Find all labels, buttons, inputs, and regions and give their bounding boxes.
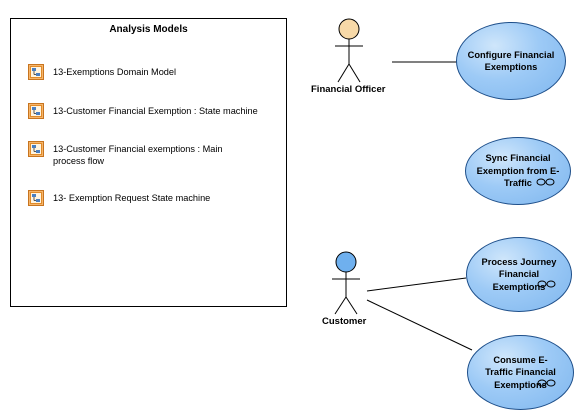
model-link-exemptions-domain[interactable]: 13-Exemptions Domain Model xyxy=(28,64,268,80)
model-label: 13-Customer Financial exemptions : Main … xyxy=(53,144,223,166)
usecase-label: Process Journey Financial Exemptions xyxy=(481,256,557,292)
diagram-icon xyxy=(28,141,44,157)
model-link-main-process-flow[interactable]: 13-Customer Financial exemptions : Main … xyxy=(28,141,243,167)
customer-actor[interactable] xyxy=(332,251,360,315)
financial-officer-label: Financial Officer xyxy=(311,84,386,95)
usecase-label: Consume E-Traffic Financial Exemptions xyxy=(485,354,556,390)
association-customer-consume[interactable] xyxy=(366,299,473,351)
model-link-customer-state-machine[interactable]: 13-Customer Financial Exemption : State … xyxy=(28,103,268,119)
model-label: 13- Exemption Request State machine xyxy=(53,193,211,203)
diagram-icon xyxy=(28,64,44,80)
usecase-process-journey-financial-exemptions[interactable]: Process Journey Financial Exemptions xyxy=(466,237,572,312)
model-label: 13-Customer Financial Exemption : State … xyxy=(53,106,258,116)
model-link-exemption-request-state-machine[interactable]: 13- Exemption Request State machine xyxy=(28,190,268,206)
usecase-label: Configure Financial Exemptions xyxy=(467,49,555,73)
link-icon xyxy=(536,178,555,186)
link-icon xyxy=(537,280,556,288)
actor-head xyxy=(338,18,360,40)
link-icon xyxy=(537,379,556,387)
financial-officer-actor[interactable] xyxy=(335,18,363,83)
usecase-consume-etraffic-financial-exemptions[interactable]: Consume E-Traffic Financial Exemptions xyxy=(467,335,574,410)
usecase-sync-financial-exemption[interactable]: Sync Financial Exemption from E-Traffic xyxy=(465,137,571,205)
analysis-models-package[interactable]: Analysis Models 13-Exemptions Domain Mod… xyxy=(10,18,287,307)
usecase-configure-financial-exemptions[interactable]: Configure Financial Exemptions xyxy=(456,22,566,100)
association-customer-process[interactable] xyxy=(366,277,467,292)
analysis-models-title: Analysis Models xyxy=(109,24,188,35)
diagram-icon xyxy=(28,190,44,206)
model-label: 13-Exemptions Domain Model xyxy=(53,67,177,77)
usecase-label: Sync Financial Exemption from E-Traffic xyxy=(476,153,560,189)
actor-head xyxy=(335,251,357,273)
diagram-icon xyxy=(28,103,44,119)
customer-label: Customer xyxy=(322,316,367,327)
